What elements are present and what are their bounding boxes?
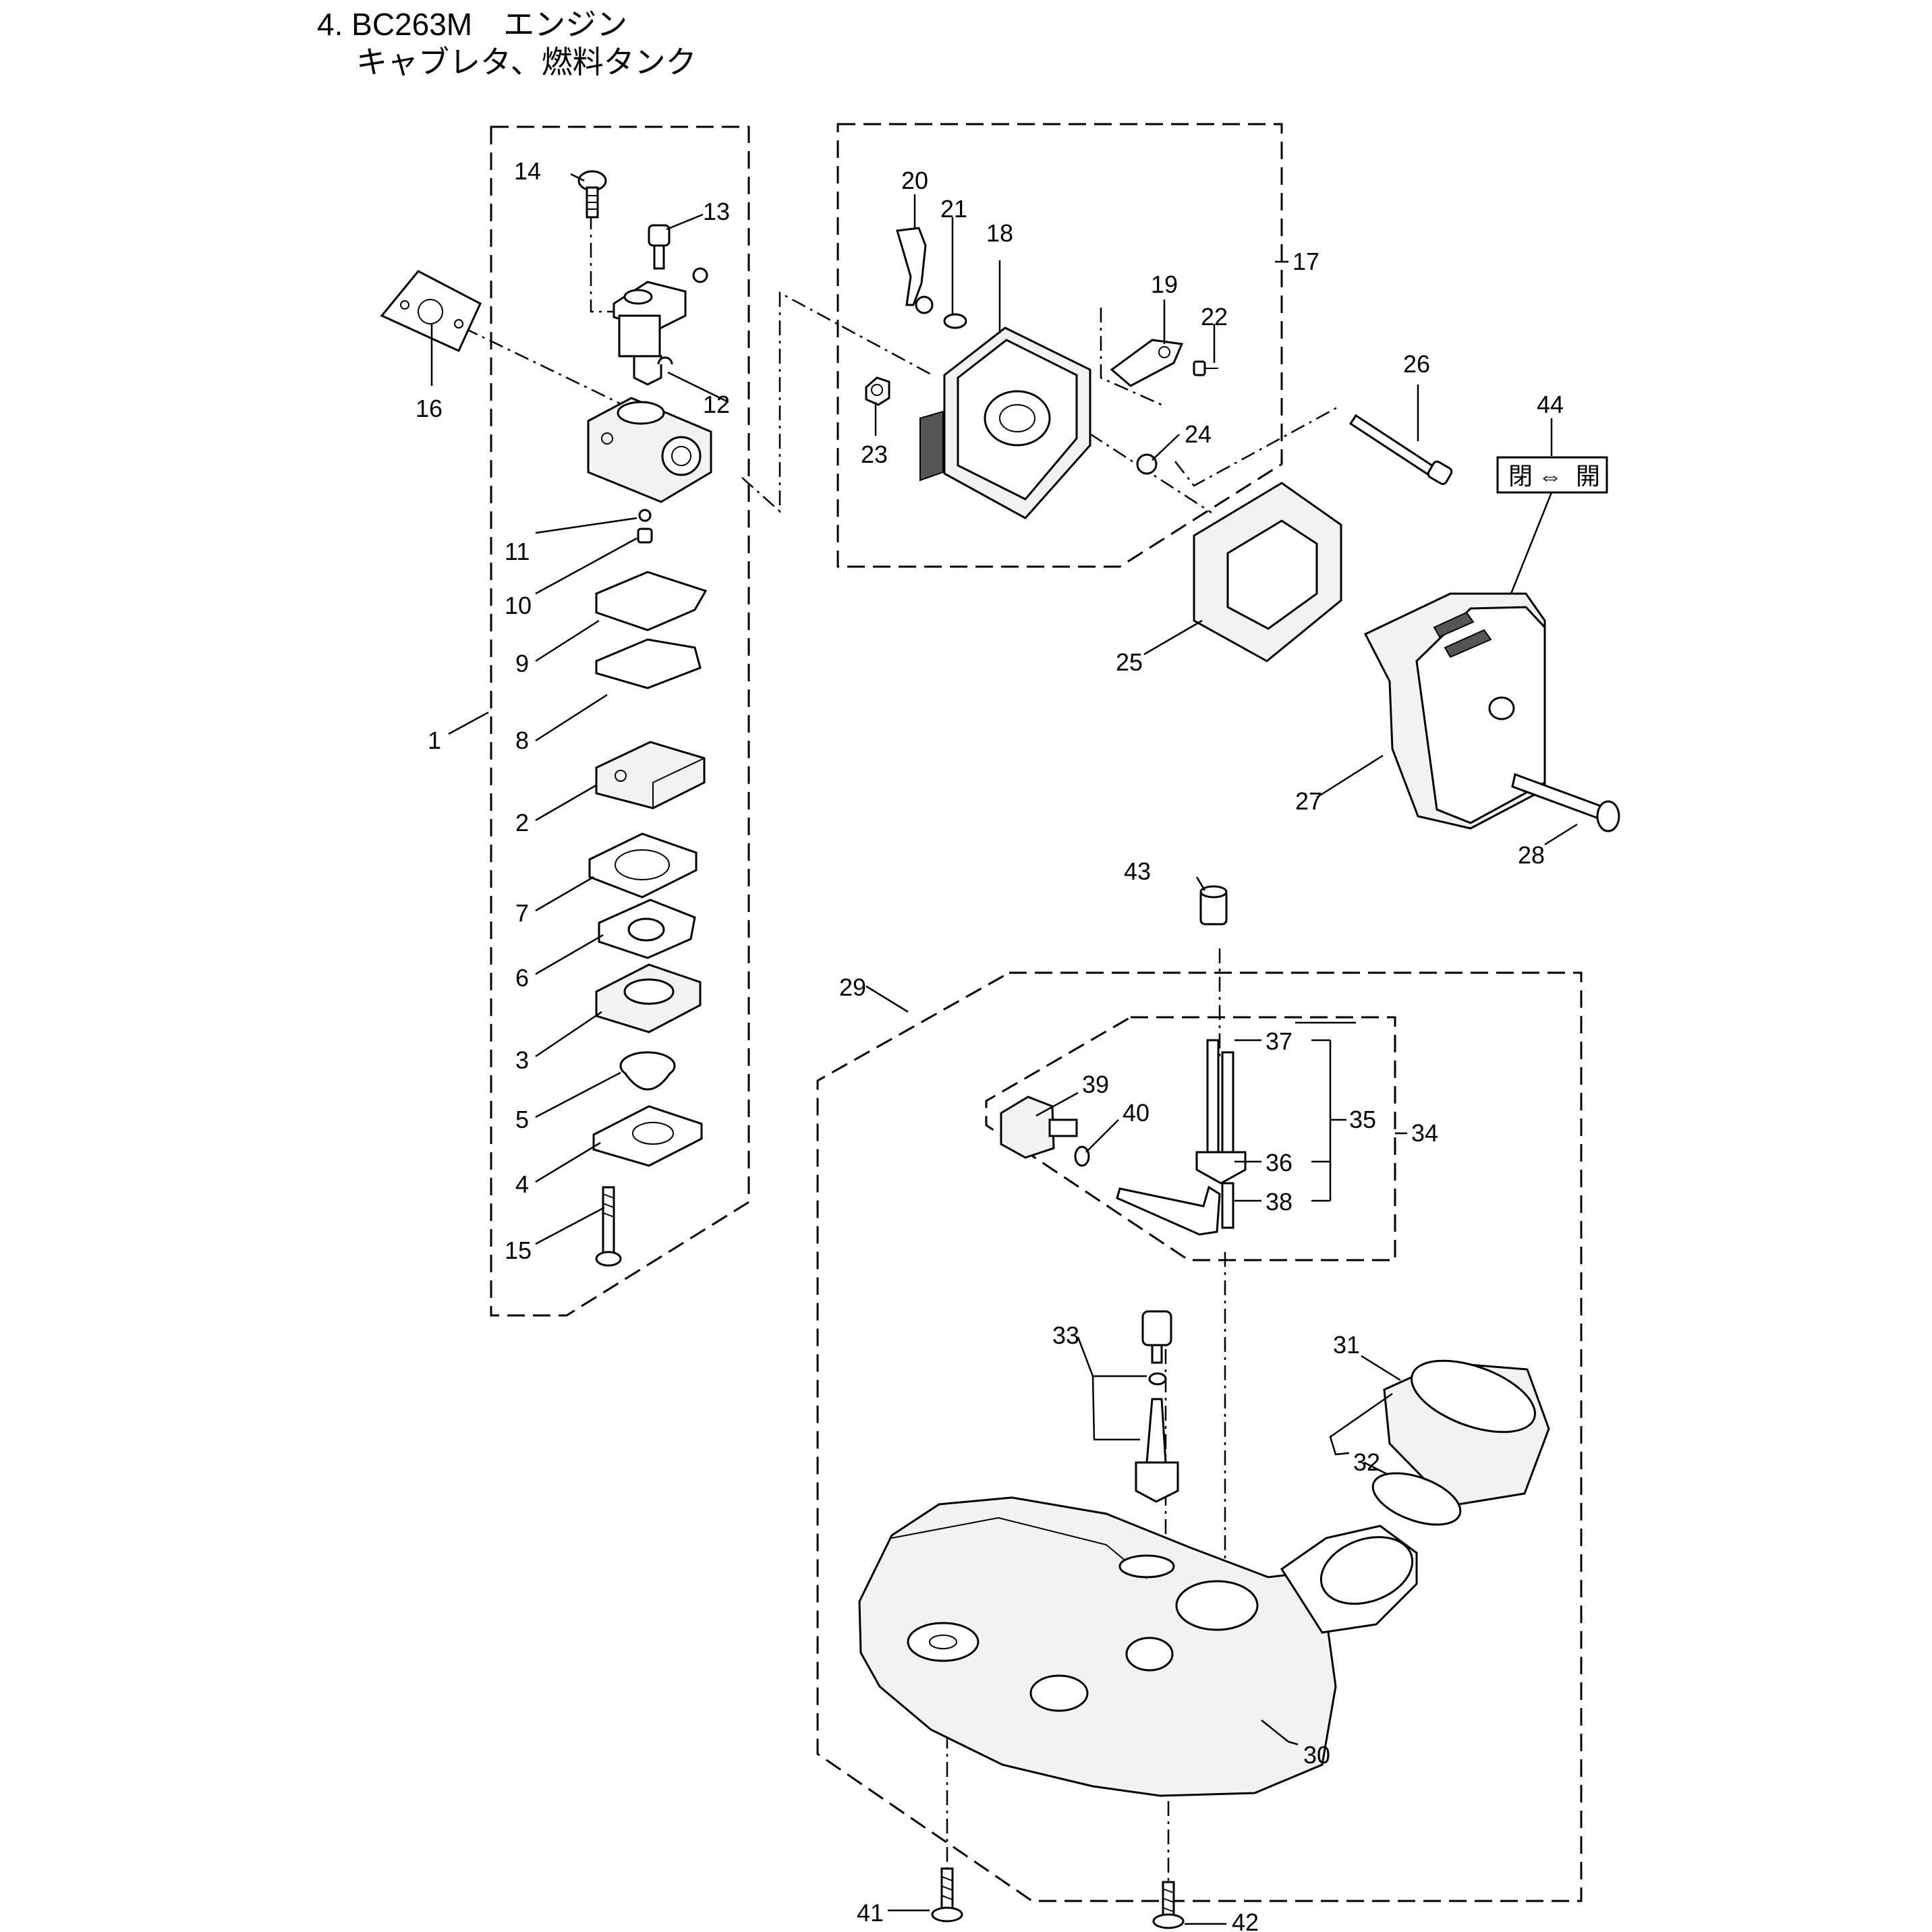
callout-39: 39 xyxy=(1082,1071,1109,1098)
knob-screw-28-part xyxy=(1511,772,1620,832)
diaphragm-6-part xyxy=(598,899,696,959)
bracket-19-part xyxy=(1110,339,1184,387)
callout-19: 19 xyxy=(1151,271,1178,298)
screw-41-part xyxy=(931,1867,963,1923)
carburetor-body-part xyxy=(587,397,712,503)
alignment-line xyxy=(590,215,627,313)
callout-4: 4 xyxy=(515,1170,529,1198)
callout-15: 15 xyxy=(505,1237,532,1264)
cap-gasket-32-part xyxy=(1371,1472,1462,1526)
callout-42: 42 xyxy=(1232,1908,1259,1932)
leader-lines xyxy=(430,173,1578,1925)
diaphragm-8-part xyxy=(595,638,702,689)
bolt-26-part xyxy=(1348,414,1453,485)
long-screw-15-part xyxy=(595,1186,622,1267)
callout-numbers: 1 2 3 4 5 6 7 8 9 10 11 12 13 14 15 16 1… xyxy=(416,157,1564,1932)
title-line-1: 4. BC263M エンジン xyxy=(317,7,628,42)
callout-41: 41 xyxy=(857,1899,884,1927)
washer-21-part xyxy=(943,313,967,329)
callout-2: 2 xyxy=(515,809,529,836)
callout-28: 28 xyxy=(1518,841,1545,869)
callout-40: 40 xyxy=(1123,1099,1149,1127)
nut-23-part xyxy=(865,376,890,406)
insulator-gasket-part xyxy=(380,270,482,352)
o-ring-11-part xyxy=(638,509,652,522)
callout-12: 12 xyxy=(703,391,730,418)
fuel-tank-30-part xyxy=(858,1496,1418,1797)
callout-30: 30 xyxy=(1303,1741,1330,1769)
callout-37: 37 xyxy=(1266,1027,1292,1055)
callout-33: 33 xyxy=(1052,1322,1079,1349)
callout-44: 44 xyxy=(1537,391,1564,418)
washer-24-part xyxy=(1136,453,1158,475)
screw-14-part xyxy=(577,170,607,219)
callout-17: 17 xyxy=(1292,248,1319,275)
grommet-43-part xyxy=(1199,885,1228,926)
callout-35: 35 xyxy=(1349,1106,1376,1133)
callout-31: 31 xyxy=(1333,1331,1360,1359)
callout-5: 5 xyxy=(515,1106,529,1133)
fuel-pipe-assembly-35-part xyxy=(1116,1039,1247,1236)
callout-38: 38 xyxy=(1266,1188,1292,1216)
callout-16: 16 xyxy=(416,395,443,422)
screw-42-part xyxy=(1152,1881,1185,1929)
o-ring-40-part xyxy=(1074,1145,1090,1167)
gasket-9-part xyxy=(595,571,708,631)
open-close-label-44: 閉 ⇔ 開 xyxy=(1496,456,1608,494)
alignment-line xyxy=(1100,308,1340,487)
screw-22-part xyxy=(1193,360,1218,376)
choke-lever-20-part xyxy=(896,227,934,314)
callout-10: 10 xyxy=(505,592,532,619)
callout-43: 43 xyxy=(1124,857,1151,885)
diagram-title: 4. BC263M エンジン キャブレタ、燃料タンク xyxy=(317,5,697,81)
air-cleaner-base-18-part xyxy=(919,326,1091,519)
pump-body-2-part xyxy=(595,741,706,809)
callout-14: 14 xyxy=(514,157,541,185)
callout-11: 11 xyxy=(505,538,530,565)
retainer-plate-4-part xyxy=(592,1105,703,1167)
label-44-close-text: 閉 xyxy=(1508,462,1533,490)
callout-6: 6 xyxy=(515,964,529,992)
callout-3: 3 xyxy=(515,1046,529,1074)
adjust-screw-13-part xyxy=(648,224,671,270)
callout-9: 9 xyxy=(515,650,529,677)
callout-27: 27 xyxy=(1295,787,1322,815)
title-line-2: キャブレタ、燃料タンク xyxy=(356,45,697,80)
callout-29: 29 xyxy=(839,973,866,1001)
callout-22: 22 xyxy=(1201,303,1228,331)
callout-21: 21 xyxy=(940,195,967,223)
callout-32: 32 xyxy=(1353,1448,1380,1476)
air-cleaner-cover-27-part xyxy=(1363,592,1546,830)
callout-34: 34 xyxy=(1411,1119,1438,1147)
fuel-filter-39-part xyxy=(1000,1096,1078,1159)
callout-24: 24 xyxy=(1185,420,1212,448)
alignment-line xyxy=(438,314,682,434)
callout-7: 7 xyxy=(515,899,529,927)
label-44-arrow: ⇔ xyxy=(1538,462,1562,490)
callout-26: 26 xyxy=(1403,350,1430,378)
vent-valve-33-part xyxy=(1135,1310,1179,1503)
callout-18: 18 xyxy=(986,219,1013,247)
fuel-cap-31-part xyxy=(1383,1359,1550,1507)
throttle-assembly-part xyxy=(613,267,708,386)
label-44-open-text: 開 xyxy=(1576,462,1600,490)
needle-10-part xyxy=(637,528,653,544)
callout-20: 20 xyxy=(901,167,928,194)
fuel-tank-group-box xyxy=(816,971,1583,1902)
callout-13: 13 xyxy=(703,198,730,225)
clip-12-part xyxy=(657,356,673,365)
air-cleaner-group-box xyxy=(836,123,1283,568)
callout-1: 1 xyxy=(428,727,441,754)
callout-23: 23 xyxy=(861,441,888,468)
cover-3-part xyxy=(595,963,702,1033)
callout-36: 36 xyxy=(1266,1149,1292,1176)
fuel-pipe-group-box xyxy=(985,1016,1396,1261)
primer-bulb-5-part xyxy=(619,1051,676,1091)
carburetor-group-box xyxy=(490,125,750,1317)
gasket-7-part xyxy=(588,832,698,899)
callout-8: 8 xyxy=(515,727,529,754)
callout-25: 25 xyxy=(1116,648,1143,676)
filter-element-25-part xyxy=(1193,482,1342,662)
